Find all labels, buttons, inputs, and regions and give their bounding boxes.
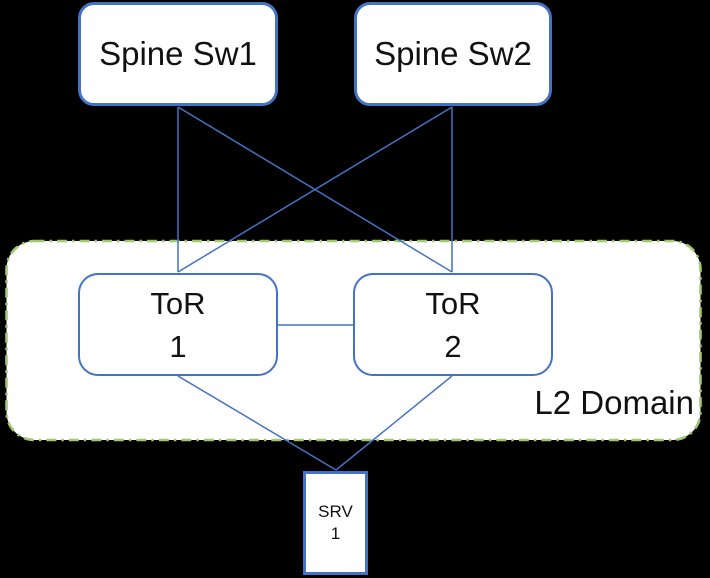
node-spine-sw1[interactable]: Spine Sw1 bbox=[78, 2, 278, 106]
edge-tor1-srv1 bbox=[177, 375, 337, 471]
node-tor-2-label-line2: 2 bbox=[444, 328, 462, 364]
node-spine-sw2-label: Spine Sw2 bbox=[374, 34, 532, 72]
node-tor-1-label-line2: 1 bbox=[169, 328, 187, 364]
edge-tor2-srv1 bbox=[335, 375, 453, 471]
node-srv-1[interactable]: SRV 1 bbox=[303, 471, 368, 575]
node-srv-1-label-line2: 1 bbox=[330, 524, 341, 543]
edge-spine2-tor1 bbox=[177, 106, 453, 273]
node-spine-sw2[interactable]: Spine Sw2 bbox=[354, 2, 552, 106]
node-srv-1-label-line1: SRV bbox=[318, 502, 353, 521]
l2-domain-label: L2 Domain bbox=[534, 384, 694, 421]
node-tor-2[interactable]: ToR 2 bbox=[353, 273, 553, 376]
node-tor-2-label-line1: ToR bbox=[425, 285, 481, 321]
node-spine-sw1-label: Spine Sw1 bbox=[99, 34, 257, 72]
node-tor-1-label-line1: ToR bbox=[150, 285, 206, 321]
node-tor-1[interactable]: ToR 1 bbox=[78, 273, 278, 376]
